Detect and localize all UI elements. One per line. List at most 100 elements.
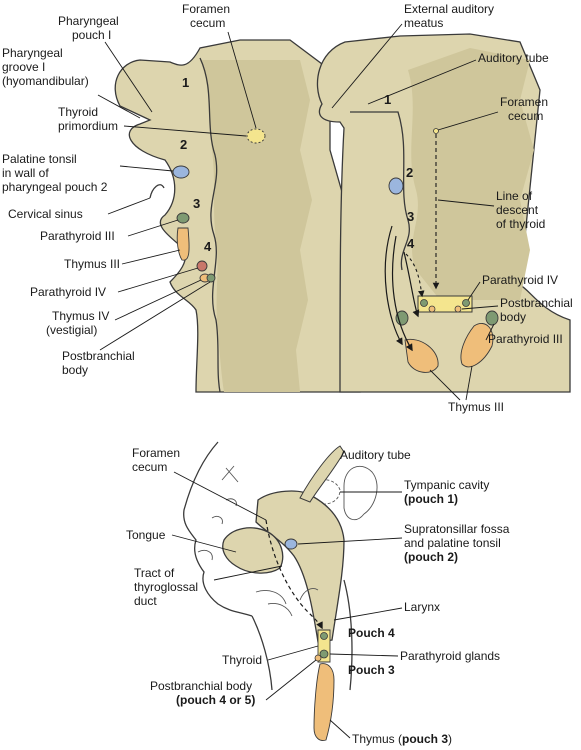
leader-tract-thyroglossal — [213, 565, 283, 581]
label-postbranchial-bottom: Postbranchial body (pouch 4 or 5) — [150, 677, 257, 707]
pharynx-lumen-left — [199, 57, 221, 393]
label-pouch-4-bottom: Pouch 4 — [348, 626, 395, 640]
label-cervical-sinus: Cervical sinus — [8, 207, 83, 221]
pharynx-floor-right — [408, 48, 534, 300]
leader-cervical-sinus — [107, 197, 151, 215]
parathyroid-3-right-b — [485, 310, 499, 326]
leader-foramen-cecum — [227, 31, 257, 129]
palatine-tonsil-shape — [172, 165, 190, 179]
label-postbranchial-body-right: Postbranchial body — [500, 296, 576, 324]
label-thymus-4: Thymus IV (vestigial) — [46, 309, 113, 337]
leader-pharyngeal-groove-1 — [97, 94, 141, 119]
head-profile-outline — [183, 441, 253, 617]
label-external-auditory-meatus: External auditory meatus — [404, 2, 497, 30]
leader-thymus-3-right-a — [429, 369, 461, 401]
parathyroid-4-shape — [196, 260, 208, 272]
migration-arrow-thymus-b — [403, 251, 420, 318]
label-line-of-descent: Line of descent of thyroid — [496, 189, 545, 231]
oral-structures — [255, 588, 319, 617]
leader-tongue — [171, 534, 237, 553]
leader-parathyroid-4 — [117, 267, 199, 293]
thyroglossal-tract — [265, 519, 323, 630]
leader-parathyroid-4-right — [467, 281, 481, 301]
eye-mark — [221, 465, 239, 483]
label-foramen-cecum: Foramen cecum — [182, 2, 233, 30]
thymus-3-right-a — [404, 338, 439, 373]
leader-foramen-cecum-right — [437, 111, 499, 131]
leader-thymus-3 — [121, 249, 181, 265]
parathyroid-bottom-b — [319, 649, 329, 659]
auditory-tube-shape — [299, 445, 345, 503]
label-parathyroid-glands: Parathyroid glands — [400, 649, 500, 663]
palatine-tonsil-right — [388, 177, 404, 195]
label-pharyngeal-groove-1: Pharyngeal groove I (hyomandibular) — [2, 46, 89, 88]
label-tongue: Tongue — [126, 528, 166, 542]
pouch-number-4-right: 4 — [407, 236, 415, 251]
label-thymus-bottom: Thymus (pouch 3) — [352, 732, 452, 746]
label-parathyroid-3: Parathyroid III — [40, 229, 115, 243]
leader-parathyroid-3 — [127, 219, 179, 237]
leader-external-auditory-meatus — [331, 23, 403, 109]
pharynx-lumen-right — [350, 111, 410, 271]
leader-parathyroid-3-right — [485, 323, 495, 341]
label-parathyroid-4: Parathyroid IV — [30, 285, 106, 299]
panel-top-left: 1 2 3 4 Pharyngeal pouch I Foramen cecum… — [2, 2, 361, 393]
leader-larynx — [333, 607, 403, 621]
label-auditory-tube-bottom: Auditory tube — [340, 448, 411, 462]
postbranchial-bottom — [314, 654, 322, 662]
cervical-sinus-shape — [149, 184, 165, 199]
postbranchial-right-a — [428, 305, 436, 313]
pouch-number-3: 3 — [193, 196, 200, 211]
ear-outline — [343, 465, 378, 521]
supratonsillar-tonsil-shape — [284, 538, 298, 550]
foramen-cecum-point — [433, 128, 439, 134]
postbranchial-body-shape — [206, 273, 216, 283]
label-parathyroid-4-right: Parathyroid IV — [482, 273, 558, 287]
label-larynx: Larynx — [404, 600, 440, 614]
leader-line-of-descent — [437, 199, 495, 207]
migration-arrow-parathyroid — [384, 225, 403, 346]
label-foramen-cecum-right: Foramen cecum — [500, 95, 551, 123]
label-pharyngeal-pouch-1: Pharyngeal pouch I — [58, 14, 122, 42]
thyroid-primordium-shape — [246, 128, 266, 144]
label-palatine-tonsil: Palatine tonsil in wall of pharyngeal po… — [2, 152, 108, 194]
thymus-3-shape — [176, 227, 190, 261]
leader-supratonsillar — [297, 537, 403, 545]
label-foramen-cecum-bottom: Foramen cecum — [132, 446, 183, 474]
leader-palatine-tonsil — [119, 165, 174, 172]
label-thymus-3-right: Thymus III — [448, 400, 504, 414]
label-thymus-3: Thymus III — [64, 257, 120, 271]
migration-arrow-dashed — [405, 253, 425, 298]
label-supratonsillar: Supratonsillar fossa and palatine tonsil… — [404, 520, 514, 564]
neck-outline — [251, 579, 353, 691]
pouch-number-1-right: 1 — [384, 92, 391, 107]
label-tympanic-cavity: Tympanic cavity (pouch 1) — [404, 476, 494, 506]
thymus-bottom-shape — [313, 663, 335, 741]
label-auditory-tube-top: Auditory tube — [478, 51, 549, 65]
parathyroid-bottom-a — [320, 632, 328, 640]
leader-postbranchial-bottom — [265, 659, 317, 701]
label-tract-thyroglossal: Tract of thyroglossal duct — [134, 566, 201, 608]
pouch-number-2: 2 — [180, 137, 187, 152]
label-thyroid-bottom: Thyroid — [222, 653, 262, 667]
leader-auditory-tube-top — [367, 59, 477, 105]
parathyroid-4-right-b — [462, 299, 470, 307]
postbranchial-right-b — [454, 305, 462, 313]
leader-thyroid-primordium — [123, 125, 247, 137]
leader-postbranchial-body-right — [461, 305, 499, 310]
parathyroid-3-shape — [176, 212, 190, 224]
pharynx-floor-left — [200, 60, 312, 392]
leader-pharyngeal-pouch-1 — [104, 41, 153, 113]
leader-thymus-3-right-b — [465, 365, 473, 401]
panel-top-right: 1 2 3 4 External auditory meatus Auditor… — [316, 2, 576, 414]
label-thyroid-primordium: Thyroid primordium — [58, 105, 118, 133]
migration-arrow-thymus-a — [391, 235, 413, 352]
thymus-3-right-b — [460, 323, 494, 368]
leader-thymus-4 — [114, 279, 202, 321]
leader-postbranchial-body — [99, 281, 211, 351]
leader-thymus-bottom — [329, 719, 351, 739]
label-postbranchial-body: Postbranchial body — [62, 349, 138, 377]
panel-bottom: Foramen cecum Auditory tube Tympanic cav… — [126, 441, 514, 746]
parathyroid-4-right-a — [420, 299, 428, 307]
